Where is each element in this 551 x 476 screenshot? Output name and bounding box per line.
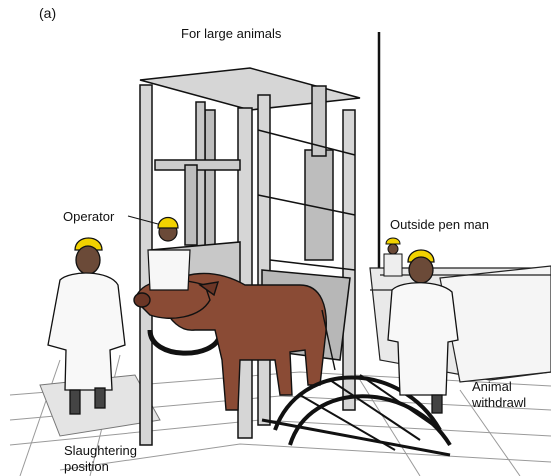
- animal-withdrawl-label-line2: withdrawl: [472, 395, 526, 410]
- panel-label: (a): [39, 6, 56, 21]
- operator-figure: [148, 218, 190, 291]
- animal-withdrawl-label-line1: Animal: [472, 379, 512, 394]
- distant-worker-figure: [384, 238, 402, 276]
- figure-title: For large animals: [181, 26, 281, 41]
- operator-label: Operator: [63, 209, 114, 224]
- slaughtering-position-label-line2: position: [64, 459, 109, 474]
- slaughtering-position-label-line1: Slaughtering: [64, 443, 137, 458]
- outside-pen-man-label: Outside pen man: [390, 217, 489, 232]
